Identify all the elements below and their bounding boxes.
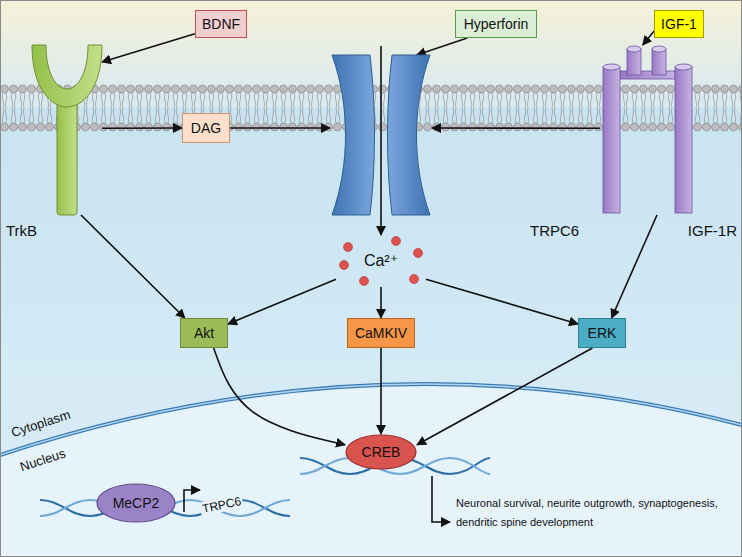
ligand-box: Hyperforin xyxy=(455,10,537,38)
arrow-connector xyxy=(417,38,468,55)
receptor-top xyxy=(603,64,620,70)
receptor-top xyxy=(652,46,666,52)
receptor-subunit xyxy=(675,64,692,213)
arrow-connector xyxy=(81,215,185,318)
node-label: ERK xyxy=(588,325,617,342)
receptor-body xyxy=(603,67,620,213)
receptor-body xyxy=(652,49,666,75)
receptor-cup xyxy=(32,45,102,107)
transcription-arrow xyxy=(432,476,450,522)
arrow-connector xyxy=(230,127,330,129)
receptor-shape xyxy=(600,45,695,215)
node-label: Ca²⁺ xyxy=(364,251,398,270)
receptor-shape: IGF-1R xyxy=(600,45,695,215)
protein-oval: MeCP2 xyxy=(96,483,176,523)
kinase-box: Akt xyxy=(180,318,228,348)
calcium-ion xyxy=(340,261,349,270)
node-label: TrkB xyxy=(6,222,37,240)
node-label: TRPC6 xyxy=(530,222,579,240)
node-label: DAG xyxy=(191,120,221,137)
calcium-ion xyxy=(414,249,423,258)
arrow-connector xyxy=(102,34,195,62)
protein-oval: CREB xyxy=(345,434,417,470)
ligand-box: IGF-1 xyxy=(654,10,704,38)
arrow-connector xyxy=(228,279,336,324)
node-label: CaMKIV xyxy=(355,325,407,342)
arrow-connector xyxy=(426,279,578,324)
oval-fill xyxy=(97,484,175,522)
node-label: IGF-1R xyxy=(688,222,737,240)
receptor-stem xyxy=(57,101,77,215)
arrow-connector xyxy=(432,127,600,129)
kinase-box: CaMKIV xyxy=(347,318,415,348)
arrow-connector xyxy=(417,348,592,445)
calcium-ion xyxy=(344,243,353,252)
channel-shape xyxy=(330,55,432,215)
node-label: CREB xyxy=(362,444,401,461)
calcium-ion xyxy=(392,237,401,246)
nucleus-region xyxy=(0,384,742,557)
ligand-box: BDNF xyxy=(195,10,247,38)
arrow-connector xyxy=(643,31,654,45)
receptor-shape xyxy=(32,45,102,215)
receptor-body xyxy=(675,67,692,213)
node-label: Hyperforin xyxy=(464,16,529,33)
receptor-shape: TrkB xyxy=(32,45,102,215)
channel-half xyxy=(332,55,375,215)
calcium-ion xyxy=(360,277,369,286)
node-label: BDNF xyxy=(202,16,240,33)
receptor-body xyxy=(627,49,641,75)
node-label: IGF-1 xyxy=(661,16,697,33)
ion-flow-line xyxy=(380,46,382,215)
receptor-subunit xyxy=(652,46,666,75)
node-label: Akt xyxy=(194,325,214,342)
arrow-connector xyxy=(612,215,657,318)
arrow-connector xyxy=(380,348,382,434)
process-box: DAG xyxy=(182,113,230,143)
channel-shape: TRPC6 xyxy=(330,55,432,215)
arrow-connector xyxy=(380,215,382,235)
arrow-connector xyxy=(102,127,182,129)
kinase-box: ERK xyxy=(578,318,626,348)
outcome-note: Neuronal survival, neurite outgrowth, sy… xyxy=(456,494,738,531)
channel-half xyxy=(388,55,431,215)
transcription-arrow xyxy=(184,490,200,512)
receptor-top xyxy=(675,64,692,70)
arrow-connector xyxy=(214,348,345,445)
calcium-ion xyxy=(410,275,419,284)
oval-fill xyxy=(346,435,416,469)
receptor-subunit xyxy=(603,64,620,213)
arrow-connector xyxy=(380,287,382,318)
receptor-top xyxy=(627,46,641,52)
receptor-subunit xyxy=(627,46,641,75)
ion-cluster: Ca²⁺ xyxy=(336,235,426,287)
node-label: MeCP2 xyxy=(113,495,160,512)
